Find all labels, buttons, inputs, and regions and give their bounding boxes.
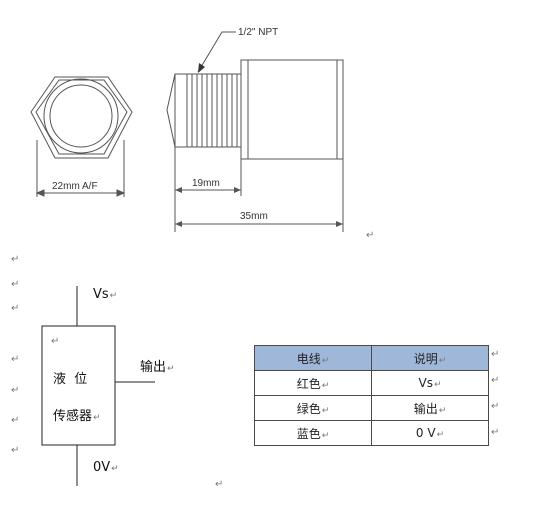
paragraph-mark: ↵ xyxy=(11,303,20,314)
table-cell: 红色↵ xyxy=(254,370,372,396)
paragraph-mark: ↵ xyxy=(215,479,224,490)
paragraph-mark: ↵ xyxy=(11,279,20,290)
table-row: 红色↵ Vs↵ xyxy=(254,370,489,396)
table-header-cell: 电线↵ xyxy=(254,345,372,371)
table-cell: 0 V↵ xyxy=(371,420,489,446)
paragraph-mark: ↵ xyxy=(11,415,20,426)
paragraph-mark: ↵ xyxy=(11,254,20,265)
table-cell: Vs↵ xyxy=(371,370,489,396)
paragraph-mark: ↵ xyxy=(11,354,20,365)
paragraph-mark: ↵ xyxy=(491,401,500,412)
fitting-side-view xyxy=(166,31,344,160)
sensor-label-line1: 液 位 xyxy=(53,372,88,387)
table-cell: 绿色↵ xyxy=(254,395,372,421)
total-length-label: 35mm xyxy=(240,211,268,222)
sensor-label-line2: 传感器↵ xyxy=(53,409,101,424)
paragraph-mark: ↵ xyxy=(491,375,500,386)
dimension-lines xyxy=(174,147,344,232)
table-row: 绿色↵ 输出↵ xyxy=(254,395,489,421)
paragraph-mark: ↵ xyxy=(366,230,375,241)
paragraph-mark: ↵ xyxy=(491,427,500,438)
leader-arrowhead xyxy=(198,63,205,73)
table-cell: 蓝色↵ xyxy=(254,420,372,446)
paragraph-mark: ↵ xyxy=(491,349,500,360)
table-header-row: 电线↵ 说明↵ xyxy=(254,345,489,371)
paragraph-mark: ↵ xyxy=(11,385,20,396)
output-label: 输出↵ xyxy=(140,360,175,375)
table-cell: 输出↵ xyxy=(371,395,489,421)
hex-dimension-label: 22mm A/F xyxy=(52,181,98,192)
thread-label: 1/2" NPT xyxy=(238,27,278,38)
wire-color-table: 电线↵ 说明↵ 红色↵ Vs↵ 绿色↵ 输出↵ 蓝色↵ 0 V↵ xyxy=(254,345,489,446)
vs-label: Vs↵ xyxy=(93,287,118,302)
paragraph-mark: ↵ xyxy=(11,445,20,456)
wiring-schematic xyxy=(41,286,155,486)
hex-nut-view xyxy=(30,76,133,197)
paragraph-mark: ↵ xyxy=(51,336,60,347)
table-header-cell: 说明↵ xyxy=(371,345,489,371)
gnd-label: 0V↵ xyxy=(93,460,119,475)
table-row: 蓝色↵ 0 V↵ xyxy=(254,420,489,446)
thread-length-label: 19mm xyxy=(192,178,220,189)
